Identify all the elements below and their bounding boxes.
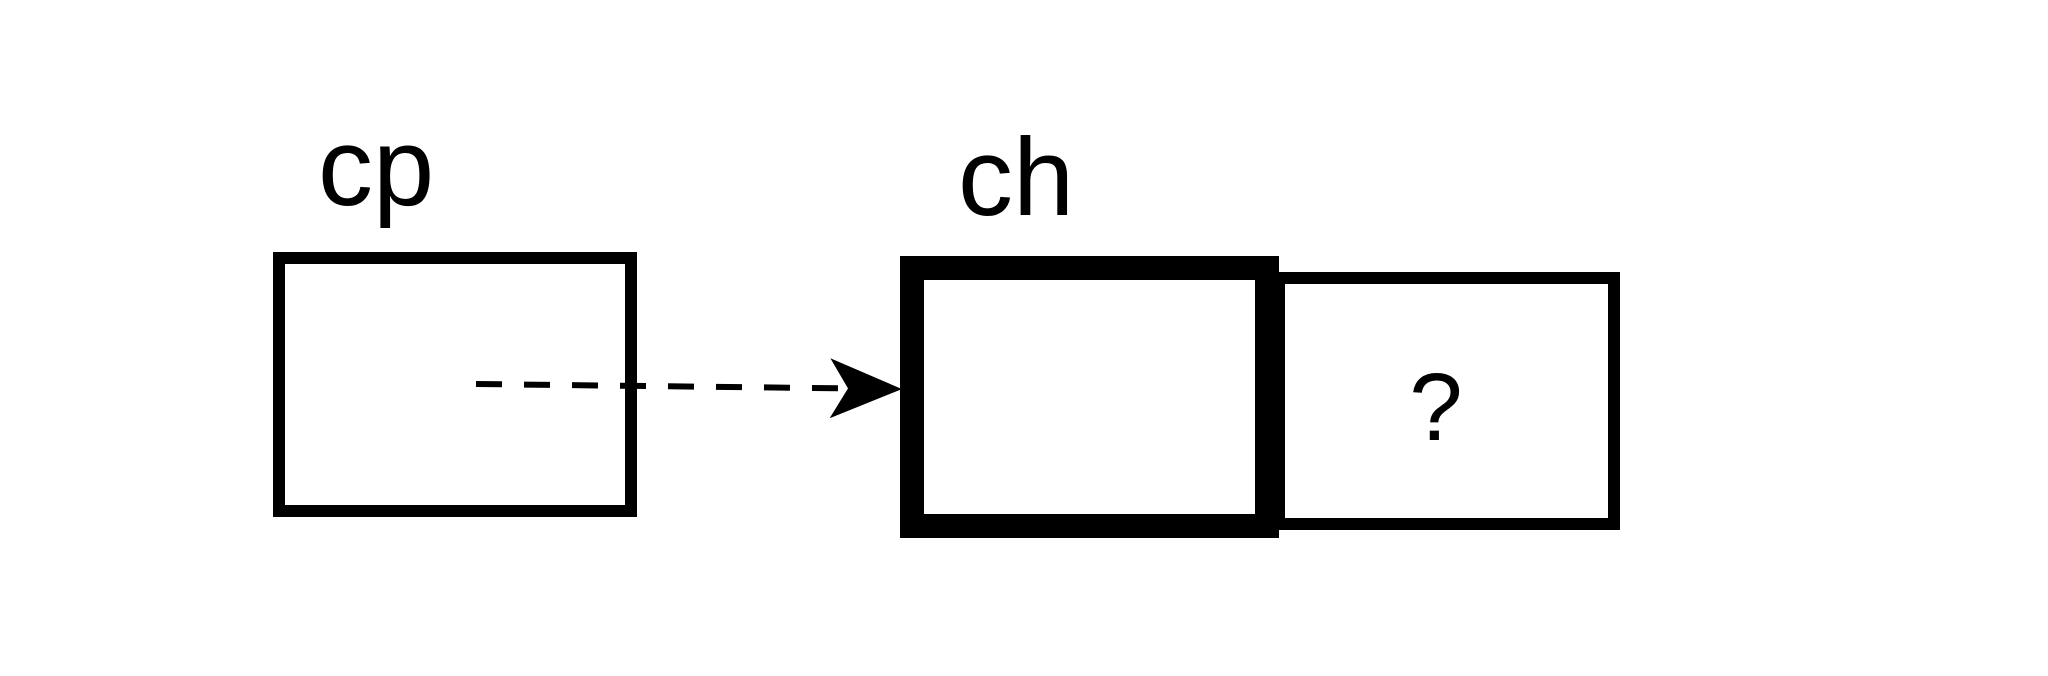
ch-node-first-cell [900,256,1279,538]
ch-node-second-cell [1273,272,1620,530]
pointer-arrow [475,358,902,419]
cp-label: cp [318,106,434,229]
ch-node-second-value: ? [1409,354,1462,461]
ch-label: ch [958,116,1074,239]
